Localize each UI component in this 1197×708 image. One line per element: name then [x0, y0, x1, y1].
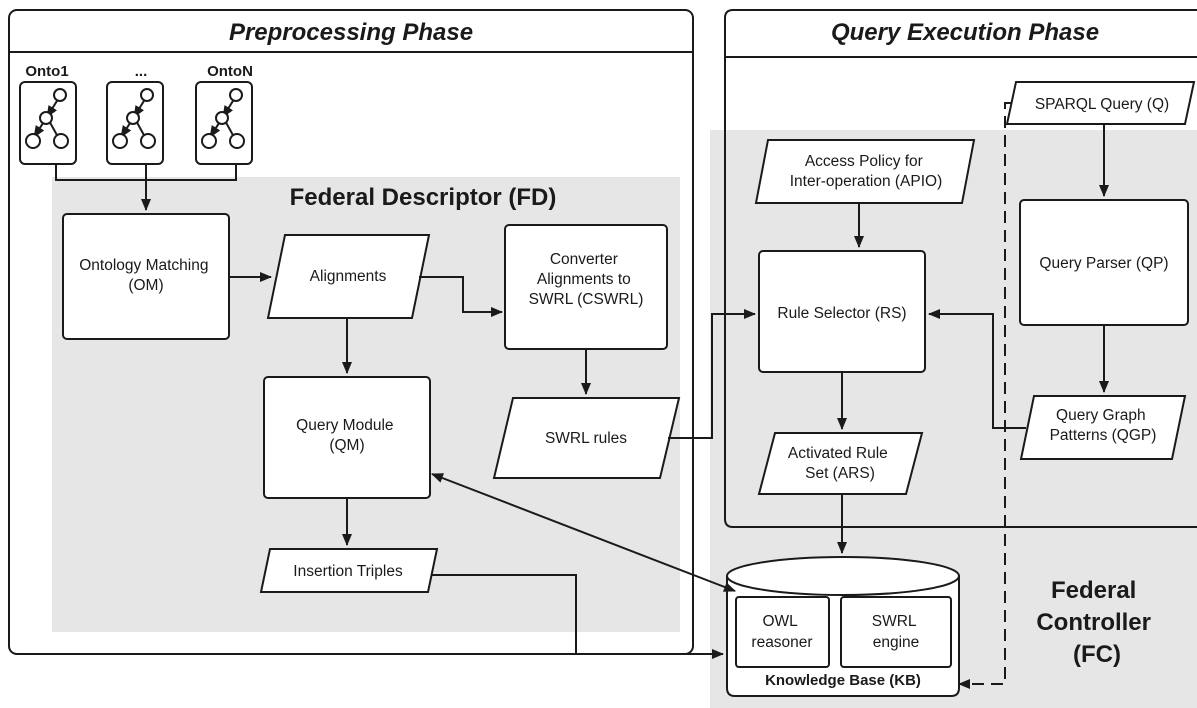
knowledge-base-label: Knowledge Base (KB): [765, 672, 921, 689]
ontology-label-n: OntoN: [207, 63, 253, 80]
sparql-query-label: SPARQL Query (Q): [1035, 96, 1169, 113]
diagram-connectors: [229, 102, 1109, 689]
sparql-to-kb-dashed-arrow: [958, 102, 1011, 689]
ontology-tree-icon: [201, 88, 245, 149]
rule-selector-label: Rule Selector (RS): [777, 305, 906, 322]
ontology-label-1: Onto1: [25, 63, 68, 80]
query-module-label: Query Module (QM): [296, 417, 398, 454]
insertion-triples-node: [259, 548, 439, 593]
preprocessing-phase-frame: [8, 9, 694, 655]
converter-label: Converter Alignments to SWRL (CSWRL): [529, 251, 644, 308]
query-graph-patterns-label: Query Graph Patterns (QGP): [1050, 407, 1157, 444]
ontology-label-ellipsis: ...: [135, 63, 148, 80]
query-execution-phase-title: Query Execution Phase: [831, 19, 1099, 46]
query-parser-label: Query Parser (QP): [1039, 255, 1168, 272]
sparql-query-node: [1005, 81, 1196, 125]
swrl-rules-label: SWRL rules: [545, 430, 627, 447]
alignments-to-converter-arrow: [419, 276, 503, 317]
owl-reasoner-box: [735, 596, 830, 668]
swrl-rules-to-rule-selector-arrow: [668, 309, 756, 439]
ontology-box-2: [106, 81, 164, 165]
query-graph-patterns-node: [1019, 395, 1187, 460]
qgp-to-rule-selector-arrow: [928, 309, 1026, 429]
query-module-knowledge-base-arrow: [431, 473, 736, 592]
federal-descriptor-title: Federal Descriptor (FD): [290, 184, 557, 211]
ontology-box-1: [19, 81, 77, 165]
alignments-label: Alignments: [310, 268, 387, 285]
ontology-matching-label: Ontology Matching (OM): [79, 257, 213, 294]
apio-node: [754, 139, 976, 204]
insertion-triples-label: Insertion Triples: [293, 563, 403, 580]
ontology-tree-icon: [25, 88, 69, 149]
swrl-engine-box: [840, 596, 952, 668]
alignments-node: [266, 234, 431, 319]
owl-reasoner-label: OWL reasoner: [751, 613, 812, 651]
swrl-engine-label: SWRL engine: [872, 613, 921, 651]
preprocessing-phase-title: Preprocessing Phase: [229, 19, 473, 46]
ontologies-to-matching-connector: [55, 164, 237, 211]
ontology-tree-icon: [112, 88, 156, 149]
activated-rule-set-label: Activated Rule Set (ARS): [788, 445, 892, 482]
activated-rule-set-node: [757, 432, 924, 495]
insertion-triples-to-kb-arrow: [432, 574, 724, 659]
federal-controller-title: Federal Controller (FC): [1036, 577, 1157, 668]
ontology-box-n: [195, 81, 253, 165]
apio-label: Access Policy for Inter-operation (APIO): [790, 153, 942, 190]
